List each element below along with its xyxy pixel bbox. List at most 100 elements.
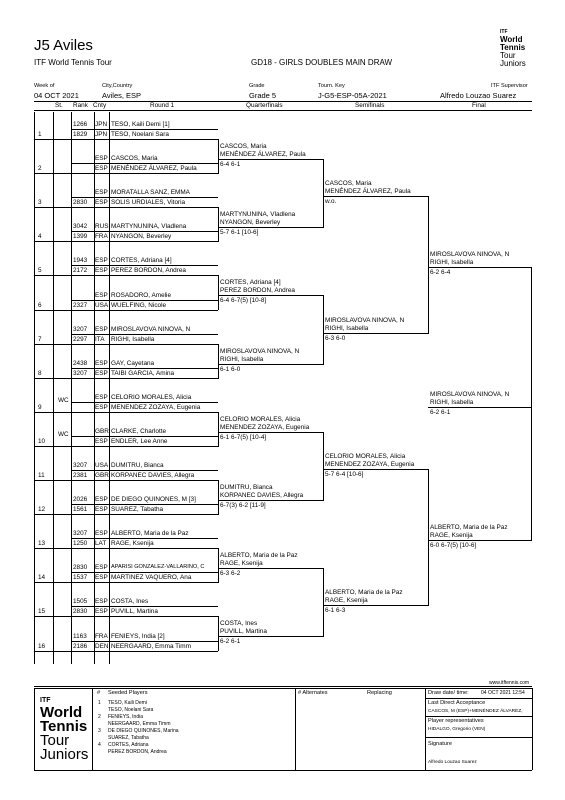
page-title: J5 Aviles xyxy=(34,37,93,54)
header-divider xyxy=(34,101,532,102)
r1-connector xyxy=(218,207,219,243)
r1-player-name: ALBERTO, Maria de la Paz xyxy=(111,530,189,538)
footer-box-top xyxy=(34,688,532,689)
seed-player-a: DE DIEGO QUINONES, Marina xyxy=(108,728,179,734)
alternates-heading: # Alternates xyxy=(298,690,328,696)
r1-country: ESP xyxy=(95,437,108,445)
r1-country: ESP xyxy=(95,506,108,514)
r1-connector xyxy=(218,480,219,516)
final-player-name: RAGE, Ksenija xyxy=(430,532,473,540)
qf-player-name: MENENDEZ ZOZAYA, Eugenia xyxy=(220,423,310,431)
r1-player-name: COSTA, Ines xyxy=(111,598,149,606)
city-label: City,Country xyxy=(102,83,133,89)
seeded-players-heading: Seeded Players xyxy=(108,690,148,696)
r1-slot-line xyxy=(34,173,218,175)
draw-col-rule xyxy=(71,112,72,664)
r1-divider xyxy=(71,299,218,301)
qf-score: 6-4 6-7(5) [10-8] xyxy=(220,297,267,305)
r1-divider xyxy=(71,572,218,574)
r1-country: USA xyxy=(95,301,109,309)
draw-line-number: 11 xyxy=(38,472,45,479)
r1-slot-line xyxy=(34,548,218,550)
player-representatives-value: HIDALGO, Gregorio (VEN) xyxy=(428,727,486,732)
replacing-heading: Replacing xyxy=(367,690,392,696)
qf-player-name: PUVILL, Martina xyxy=(220,628,267,636)
r1-connector xyxy=(218,411,219,447)
draw-line-number: 16 xyxy=(38,642,46,650)
r1-rank: 3042 xyxy=(73,223,88,231)
qf-line xyxy=(218,363,324,365)
r1-connector xyxy=(218,616,219,652)
supervisor-value: Alfredo Louzao Suarez xyxy=(440,91,517,100)
r1-rank: 1943 xyxy=(73,257,88,265)
draw-line-number: 10 xyxy=(38,437,46,445)
r1-country: ESP xyxy=(95,291,108,299)
supervisor-label: ITF Supervisor xyxy=(491,83,528,89)
qf-player-name: CASCOS, Maria xyxy=(220,143,267,151)
draw-date-label: Draw date/ time: xyxy=(428,690,469,696)
final-score: 6-0 6-7(5) [10-6] xyxy=(430,542,477,550)
qf-player-name: RIGHI, Isabella xyxy=(220,355,264,363)
seed-number: 4 xyxy=(98,742,101,748)
r1-rank: 2172 xyxy=(73,267,88,275)
sf-player-name: CELORIO MORALES, Alicia xyxy=(325,452,406,460)
r1-country: ESP xyxy=(95,369,108,377)
draw-line-number: 2 xyxy=(38,165,42,173)
qf-player-name: COSTA, Ines xyxy=(220,620,258,628)
qf-line xyxy=(218,159,324,161)
draw-line-number: 8 xyxy=(38,369,42,377)
r1-rank: 3207 xyxy=(73,369,88,377)
sf-player-name: RAGE, Ksenija xyxy=(325,597,368,605)
r1-divider xyxy=(71,367,218,369)
sf-score: 5-7 6-4 [10-6] xyxy=(325,470,364,478)
r1-slot-line xyxy=(34,207,218,209)
qf-score: 6-3 6-2 xyxy=(220,570,241,578)
qf-player-name: CELORIO MORALES, Alicia xyxy=(220,415,301,423)
qf-line xyxy=(218,568,324,570)
r1-rank: 3207 xyxy=(73,325,88,333)
draw-line-number: 9 xyxy=(38,403,42,411)
r1-rank: 2026 xyxy=(73,496,88,504)
draw-line-number: 4 xyxy=(38,233,42,241)
r1-slot-line xyxy=(34,241,218,243)
final-player-name: MIROSLAVOVA NINOVA, N xyxy=(430,251,510,259)
r1-country: DEN xyxy=(95,642,109,650)
r1-player-name: MARTINEZ VAQUERO, Ana xyxy=(111,574,192,582)
qf-player-name: MIROSLAVOVA NINOVA, N xyxy=(220,347,300,355)
r1-player-name: WUELFING, Nicole xyxy=(111,301,167,309)
r1-country: ESP xyxy=(95,155,108,163)
qf-player-name: NYANGON, Beverley xyxy=(220,219,281,227)
footer-left-border xyxy=(34,688,35,770)
seed-number: 2 xyxy=(98,714,101,720)
r1-slot-line xyxy=(34,582,218,584)
r1-country: ESP xyxy=(95,267,108,275)
r1-country: ESP xyxy=(95,496,108,504)
city-value: Aviles, ESP xyxy=(102,91,142,100)
footer-right-sep-1 xyxy=(425,698,532,699)
r1-divider xyxy=(71,129,218,130)
sf-player-name: MIROSLAVOVA NINOVA, N xyxy=(325,316,405,324)
sf-player-name: RIGHI, Isabella xyxy=(325,324,369,332)
footer-col-sep-3 xyxy=(425,688,426,770)
r1-divider xyxy=(71,504,218,506)
signature-value: Alfredo Louzao Suarez xyxy=(428,760,477,765)
champion-player-name: MIROSLAVOVA NINOVA, N xyxy=(430,390,510,398)
r1-player-name: NEERGAARD, Emma Timm xyxy=(111,642,191,650)
qf-score: 6-1 6-0 xyxy=(220,365,241,373)
logo-tennis-text: Tennis xyxy=(500,43,526,52)
qf-connector xyxy=(323,568,324,638)
champion-line xyxy=(428,406,532,408)
entry-status: WC xyxy=(58,430,69,438)
col-rank: Rank xyxy=(73,102,88,109)
r1-rank: 2438 xyxy=(73,359,88,367)
draw-date-value: 04 OCT 2021 12:54 xyxy=(481,690,525,696)
event-name: GD18 - GIRLS DOUBLES MAIN DRAW xyxy=(251,58,393,67)
r1-country: JPN xyxy=(95,121,108,128)
qf-player-name: KORPANEC DAVIES, Allegra xyxy=(220,492,304,500)
key-label: Tourn. Key xyxy=(318,83,345,89)
sf-connector xyxy=(428,196,429,334)
sf-player-name: MENENDEZ ZOZAYA, Eugenia xyxy=(325,460,415,468)
r1-player-name: MENENDEZ ZOZAYA, Eugenia xyxy=(111,403,201,411)
logo-tour-text: Tour xyxy=(500,51,516,60)
r1-rank: 1250 xyxy=(73,540,88,548)
